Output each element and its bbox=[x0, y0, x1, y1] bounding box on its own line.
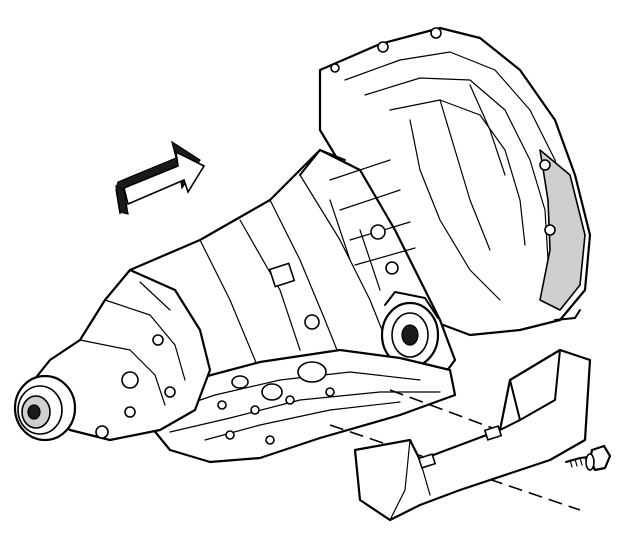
direction-arrow bbox=[115, 140, 206, 215]
support-bracket bbox=[353, 348, 592, 522]
bolt bbox=[565, 444, 612, 472]
tail-housing bbox=[28, 268, 212, 442]
output-shaft bbox=[13, 374, 77, 442]
oil-pan bbox=[148, 348, 457, 464]
